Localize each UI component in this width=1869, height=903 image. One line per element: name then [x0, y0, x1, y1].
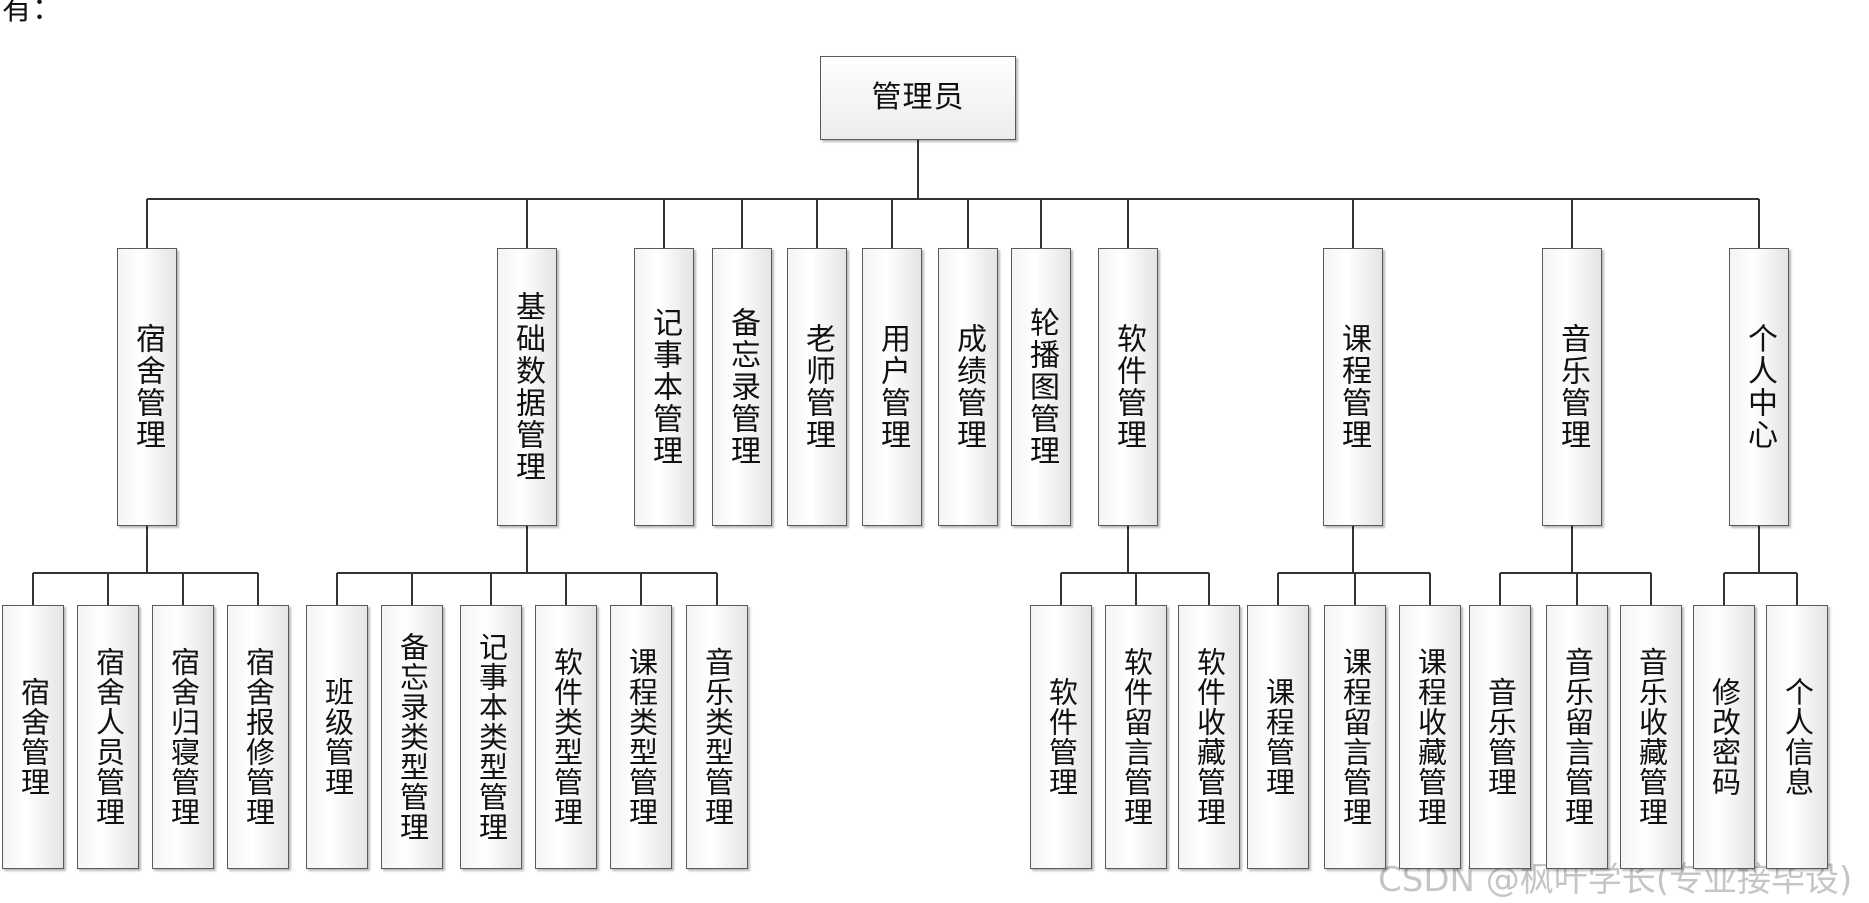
submodule-course-fav: 课程收藏管理: [1399, 605, 1461, 869]
node-label: 宿舍归寝管理: [166, 647, 201, 827]
submodule-software-manage: 软件管理: [1030, 605, 1092, 869]
module-personal: 个人中心: [1729, 248, 1789, 526]
submodule-software-type: 软件类型管理: [535, 605, 597, 869]
node-label: 课程收藏管理: [1413, 647, 1448, 827]
submodule-course-manage: 课程管理: [1247, 605, 1309, 869]
node-label: 轮播图管理: [1024, 307, 1059, 467]
submodule-dorm-person: 宿舍人员管理: [77, 605, 139, 869]
node-label: 课程管理: [1261, 677, 1296, 797]
node-label: 软件收藏管理: [1192, 647, 1227, 827]
node-label: 软件管理: [1044, 677, 1079, 797]
submodule-dorm-manage: 宿舍管理: [2, 605, 64, 869]
module-score: 成绩管理: [938, 248, 998, 526]
node-label: 成绩管理: [951, 323, 986, 451]
node-label: 宿舍报修管理: [241, 647, 276, 827]
submodule-music-type: 音乐类型管理: [686, 605, 748, 869]
submodule-personal-info: 个人信息: [1766, 605, 1828, 869]
module-course: 课程管理: [1323, 248, 1383, 526]
node-label: 记事本类型管理: [474, 632, 509, 842]
submodule-music-comment: 音乐留言管理: [1546, 605, 1608, 869]
submodule-software-comment: 软件留言管理: [1105, 605, 1167, 869]
node-label: 老师管理: [800, 323, 835, 451]
node-label: 音乐管理: [1483, 677, 1518, 797]
node-label: 音乐收藏管理: [1634, 647, 1669, 827]
submodule-class: 班级管理: [306, 605, 368, 869]
node-label: 课程管理: [1336, 323, 1371, 451]
module-software: 软件管理: [1098, 248, 1158, 526]
node-label: 软件类型管理: [549, 647, 584, 827]
node-label: 宿舍管理: [16, 677, 51, 797]
module-notebook: 记事本管理: [634, 248, 694, 526]
node-label: 备忘录类型管理: [395, 632, 430, 842]
module-teacher: 老师管理: [787, 248, 847, 526]
submodule-dorm-repair: 宿舍报修管理: [227, 605, 289, 869]
node-label: 音乐类型管理: [700, 647, 735, 827]
partial-text: 有：: [2, 0, 62, 27]
submodule-dorm-return: 宿舍归寝管理: [152, 605, 214, 869]
node-label: 修改密码: [1707, 677, 1742, 797]
module-carousel: 轮播图管理: [1011, 248, 1071, 526]
node-label: 个人信息: [1780, 677, 1815, 797]
submodule-memo-type: 备忘录类型管理: [381, 605, 443, 869]
node-label: 用户管理: [875, 323, 910, 451]
submodule-music-manage: 音乐管理: [1469, 605, 1531, 869]
root-node: 管理员: [820, 56, 1016, 140]
node-label: 音乐管理: [1555, 323, 1590, 451]
submodule-change-password: 修改密码: [1693, 605, 1755, 869]
node-label: 课程类型管理: [624, 647, 659, 827]
node-label: 记事本管理: [647, 307, 682, 467]
submodule-course-comment: 课程留言管理: [1324, 605, 1386, 869]
module-basic: 基础数据管理: [497, 248, 557, 526]
node-label: 备忘录管理: [725, 307, 760, 467]
submodule-course-type: 课程类型管理: [610, 605, 672, 869]
node-label: 个人中心: [1742, 323, 1777, 451]
node-label: 宿舍人员管理: [91, 647, 126, 827]
node-label: 管理员: [871, 80, 965, 115]
module-dorm: 宿舍管理: [117, 248, 177, 526]
module-memo: 备忘录管理: [712, 248, 772, 526]
node-label: 基础数据管理: [510, 291, 545, 483]
node-label: 课程留言管理: [1338, 647, 1373, 827]
submodule-notebook-type: 记事本类型管理: [460, 605, 522, 869]
node-label: 软件管理: [1111, 323, 1146, 451]
submodule-software-fav: 软件收藏管理: [1178, 605, 1240, 869]
submodule-music-fav: 音乐收藏管理: [1620, 605, 1682, 869]
node-label: 班级管理: [320, 677, 355, 797]
node-label: 宿舍管理: [130, 323, 165, 451]
module-music: 音乐管理: [1542, 248, 1602, 526]
module-user: 用户管理: [862, 248, 922, 526]
node-label: 软件留言管理: [1119, 647, 1154, 827]
node-label: 音乐留言管理: [1560, 647, 1595, 827]
